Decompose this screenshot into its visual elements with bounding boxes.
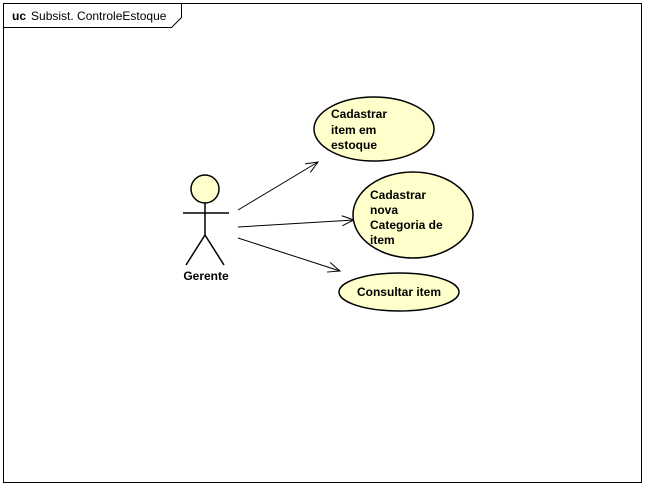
use-case-cadastrar-nova-categoria[interactable]: Cadastrar nova Categoria de item	[352, 171, 474, 259]
actor-head	[190, 174, 220, 204]
diagram-frame	[3, 3, 642, 483]
association-arrow-3	[237, 237, 340, 271]
use-case-label-line: item em	[331, 123, 376, 137]
use-case-label-line: Consultar item	[357, 285, 441, 299]
frame-name: Subsist. ControleEstoque	[31, 9, 167, 23]
use-case-consultar-item[interactable]: Consultar item	[338, 272, 460, 312]
use-case-label-line: Cadastrar	[331, 107, 387, 121]
use-case-label-line: item	[370, 233, 395, 247]
association-arrow-1	[237, 162, 318, 211]
use-case-label-line: Categoria de	[370, 218, 443, 232]
actor-left-leg	[185, 234, 206, 266]
actor-gerente[interactable]: Gerente	[183, 174, 229, 283]
actor-name: Gerente	[183, 269, 229, 283]
use-case-cadastrar-item-em-estoque[interactable]: Cadastrar item em estoque	[313, 96, 435, 162]
frame-keyword: uc	[12, 9, 26, 23]
use-case-ellipse	[338, 272, 460, 312]
use-case-ellipse	[352, 171, 474, 259]
association-arrow-2	[237, 220, 354, 228]
use-case-label-line: estoque	[331, 138, 377, 152]
frame-heading: uc Subsist. ControleEstoque	[12, 9, 167, 23]
use-case-label-line: nova	[370, 203, 398, 217]
use-case-label-line: Cadastrar	[370, 188, 426, 202]
frame-tab-border	[3, 3, 182, 28]
use-case-ellipse	[313, 96, 435, 162]
actor-right-leg	[204, 234, 225, 266]
